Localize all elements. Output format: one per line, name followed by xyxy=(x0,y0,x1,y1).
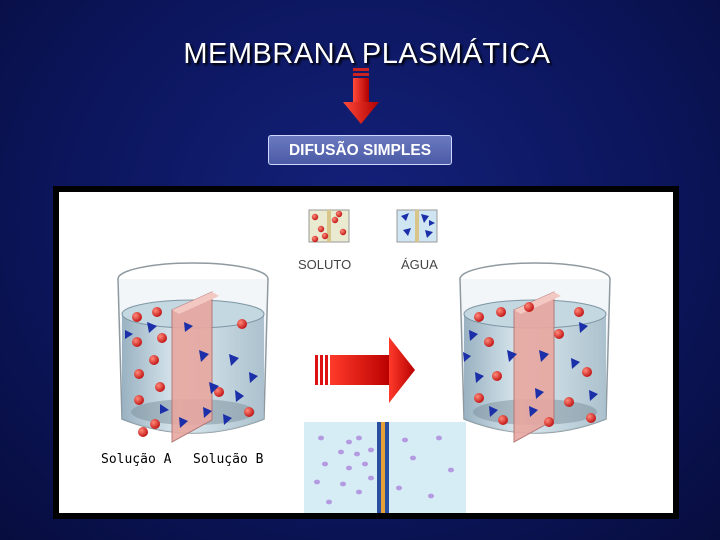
down-arrow-icon xyxy=(343,68,379,124)
membrane-inset xyxy=(304,422,466,513)
diffusion-diagram xyxy=(117,209,611,513)
water-legend-box xyxy=(396,209,438,243)
diagram-panel: SOLUTO ÁGUA Solução A Solução B xyxy=(53,186,679,519)
solution-a-label: Solução A xyxy=(101,452,172,467)
process-arrow xyxy=(315,337,415,403)
left-beaker-particles xyxy=(125,307,258,437)
solution-b-label: Solução B xyxy=(193,452,264,467)
legend-water-label: ÁGUA xyxy=(401,257,438,272)
process-badge: DIFUSÃO SIMPLES xyxy=(268,135,452,165)
diagram-canvas: SOLUTO ÁGUA Solução A Solução B xyxy=(59,192,673,513)
solute-legend-box xyxy=(308,209,350,243)
beaker-left xyxy=(117,262,269,443)
page-title: MEMBRANA PLASMÁTICA xyxy=(183,38,551,70)
right-beaker-particles xyxy=(463,302,598,427)
legend-solute-label: SOLUTO xyxy=(298,257,352,272)
